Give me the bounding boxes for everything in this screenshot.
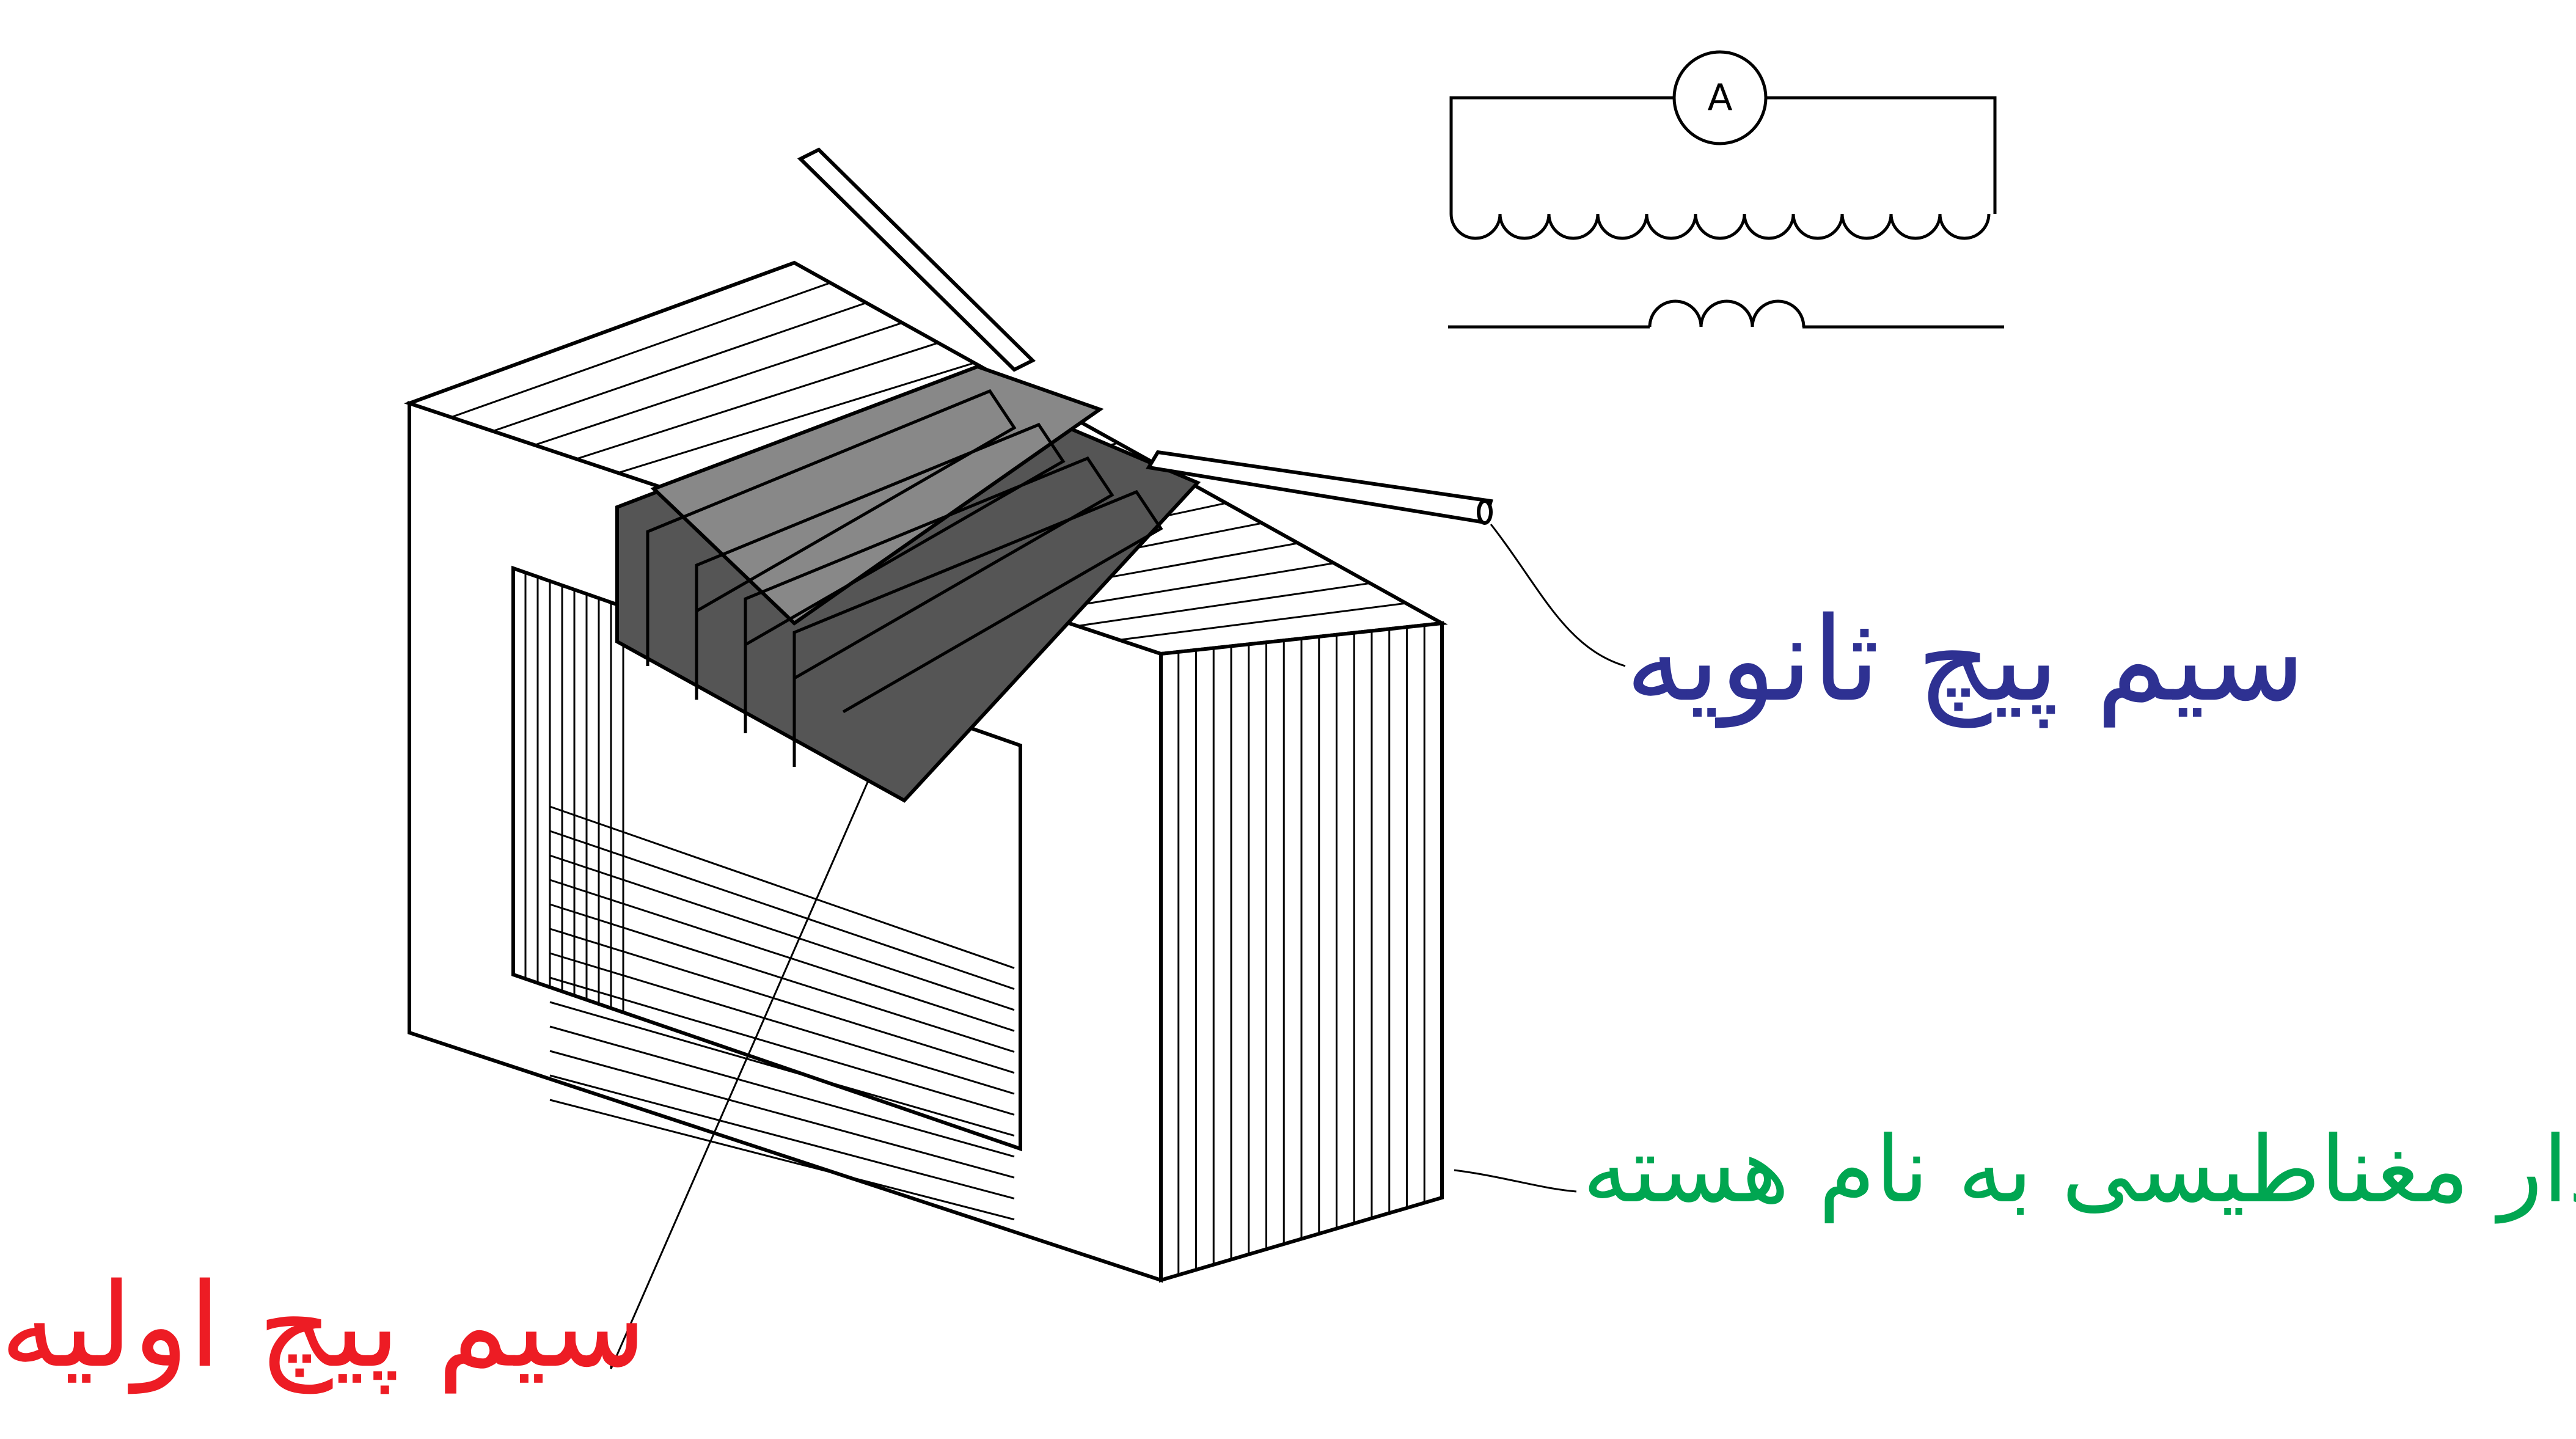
lamination-lines	[450, 282, 1425, 1275]
magnetic-core-label: مدار مغناطیسی به نام هسته	[1583, 1117, 2576, 1223]
coil-turns	[646, 389, 1163, 767]
lamination-line	[549, 805, 1015, 969]
leader-lines	[610, 524, 1626, 1369]
lead-wires	[797, 147, 1493, 525]
ammeter-symbol: A	[1707, 76, 1732, 119]
lamination-line	[549, 879, 1015, 1032]
lamination-line	[549, 1074, 1015, 1199]
coil-turn	[792, 489, 1163, 767]
lamination-line	[549, 928, 1015, 1074]
lamination-line	[1119, 602, 1407, 641]
coil-turn	[695, 422, 1066, 700]
coil-turn	[744, 456, 1114, 733]
lamination-line	[549, 854, 1015, 1011]
lamination-line	[549, 1001, 1015, 1137]
lamination-line	[549, 976, 1015, 1116]
lamination-line	[549, 1099, 1015, 1221]
ammeter-icon	[1672, 50, 1768, 145]
lamination-line	[534, 321, 903, 446]
lamination-line	[618, 362, 975, 474]
primary-winding-label: سیم پیچ اولیه	[0, 1258, 647, 1393]
coil-turn	[646, 389, 1017, 666]
lamination-line	[549, 1050, 1015, 1179]
lamination-line	[1077, 582, 1370, 627]
lamination-line	[492, 302, 867, 432]
lamination-line	[549, 1025, 1015, 1158]
lamination-line	[549, 830, 1015, 990]
secondary-winding-label: سیم پیچ ثانویه	[1625, 592, 2306, 727]
lamination-line	[450, 282, 831, 419]
lamination-line	[549, 952, 1015, 1095]
lamination-line	[576, 342, 939, 460]
